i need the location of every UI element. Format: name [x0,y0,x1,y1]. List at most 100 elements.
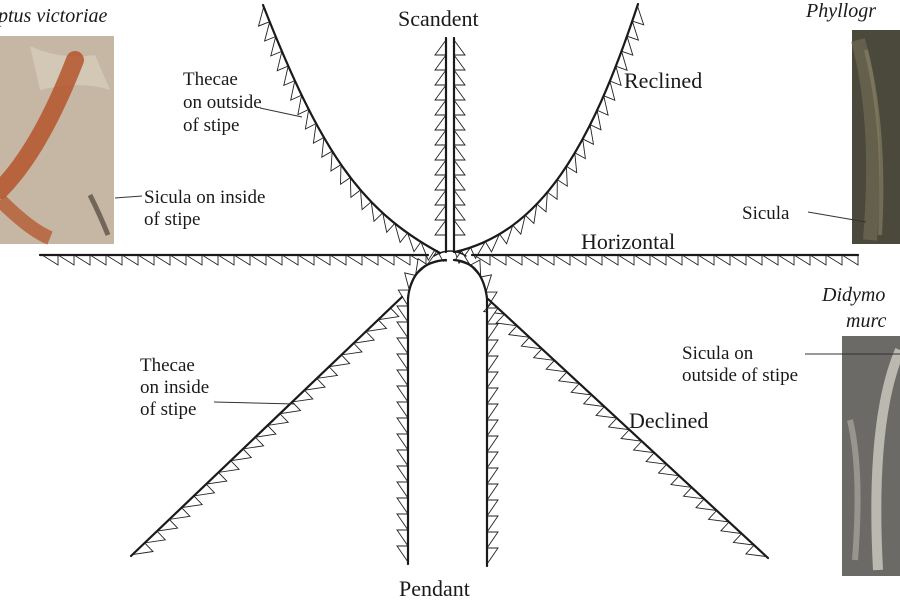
theca [486,451,499,470]
theca [453,98,466,116]
annotation-line: Sicula on inside [144,187,265,208]
theca [824,254,843,266]
theca [434,143,447,161]
theca [296,254,315,266]
annotation-sicula: Sicula [742,203,790,224]
theca [744,254,763,266]
pendant-thecae-right [454,250,499,566]
theca [486,515,499,534]
theca [486,387,499,406]
theca [504,254,523,266]
theca [792,254,811,266]
theca [488,254,507,266]
leader-sicula [807,211,867,223]
theca [453,113,466,131]
label-declined: Declined [629,408,708,433]
theca [434,158,447,176]
annotation-thecae-outside: Thecae on outside of stipe [183,69,262,136]
theca [840,254,859,266]
theca [712,254,731,266]
label-pendant: Pendant [399,576,470,600]
theca [486,307,499,326]
theca [664,254,683,266]
sicula-outline [433,250,467,257]
theca [104,254,123,266]
theca [434,83,447,101]
theca [328,254,347,266]
photo-left-fossil [0,36,114,245]
theca [396,401,409,420]
scandent-thecae-right [453,38,466,236]
theca [360,254,379,266]
theca [486,419,499,438]
theca [88,254,107,266]
theca [344,254,363,266]
declined-stipe-right [486,297,770,560]
theca [434,98,447,116]
theca [406,231,422,253]
theca [728,254,747,266]
reclined-thecae-right [454,4,645,265]
theca [280,254,299,266]
theca [434,38,447,56]
species-top-right: Phyllogr [805,0,876,22]
theca [568,254,587,266]
leader-thecae-outside [259,107,303,118]
theca [453,83,466,101]
annotation-line: of stipe [140,399,196,420]
theca [396,417,409,436]
theca [486,467,499,486]
annotation-sicula-outside: Sicula on outside of stipe [682,343,798,386]
theca [696,254,715,266]
annotation-line: Thecae [140,355,195,376]
theca [200,254,219,266]
theca [396,545,409,564]
leader-thecae-inside [213,401,296,405]
scandent-thecae-left [434,38,447,236]
annotation-line: Thecae [183,69,238,90]
theca [486,531,499,550]
annotation-line: of stipe [144,209,200,230]
theca [396,497,409,516]
theca [536,254,555,266]
theca [396,513,409,532]
theca [434,188,447,206]
theca [434,203,447,221]
stipes: ııı [38,2,860,568]
theca [453,128,466,146]
reclined-thecae-left [257,5,436,262]
theca [486,403,499,422]
theca [453,38,466,56]
theca [453,158,466,176]
theca [486,339,499,358]
theca [486,499,499,518]
theca [808,254,827,266]
theca [40,254,59,266]
theca [486,355,499,374]
theca [498,224,514,245]
theca [184,254,203,266]
theca [453,218,466,236]
theca [434,113,447,131]
theca [434,68,447,86]
theca [168,254,187,266]
theca [56,254,75,266]
declined-thecae-left [131,307,400,556]
theca [264,254,283,266]
sicula-mark: ııı [443,259,448,264]
theca [648,254,667,266]
leader-lines [114,107,900,405]
species-mid-right-line2: murc [846,310,886,332]
annotation-line: of stipe [183,115,239,136]
theca [396,321,409,340]
theca [632,254,651,266]
label-scandent: Scandent [398,6,479,31]
theca [396,369,409,388]
label-reclined: Reclined [624,68,702,93]
theca [600,254,619,266]
annotation-line: on inside [140,377,209,398]
leader-sicula-inside [114,195,143,199]
theca [486,547,499,566]
annotation-line: outside of stipe [682,365,798,386]
